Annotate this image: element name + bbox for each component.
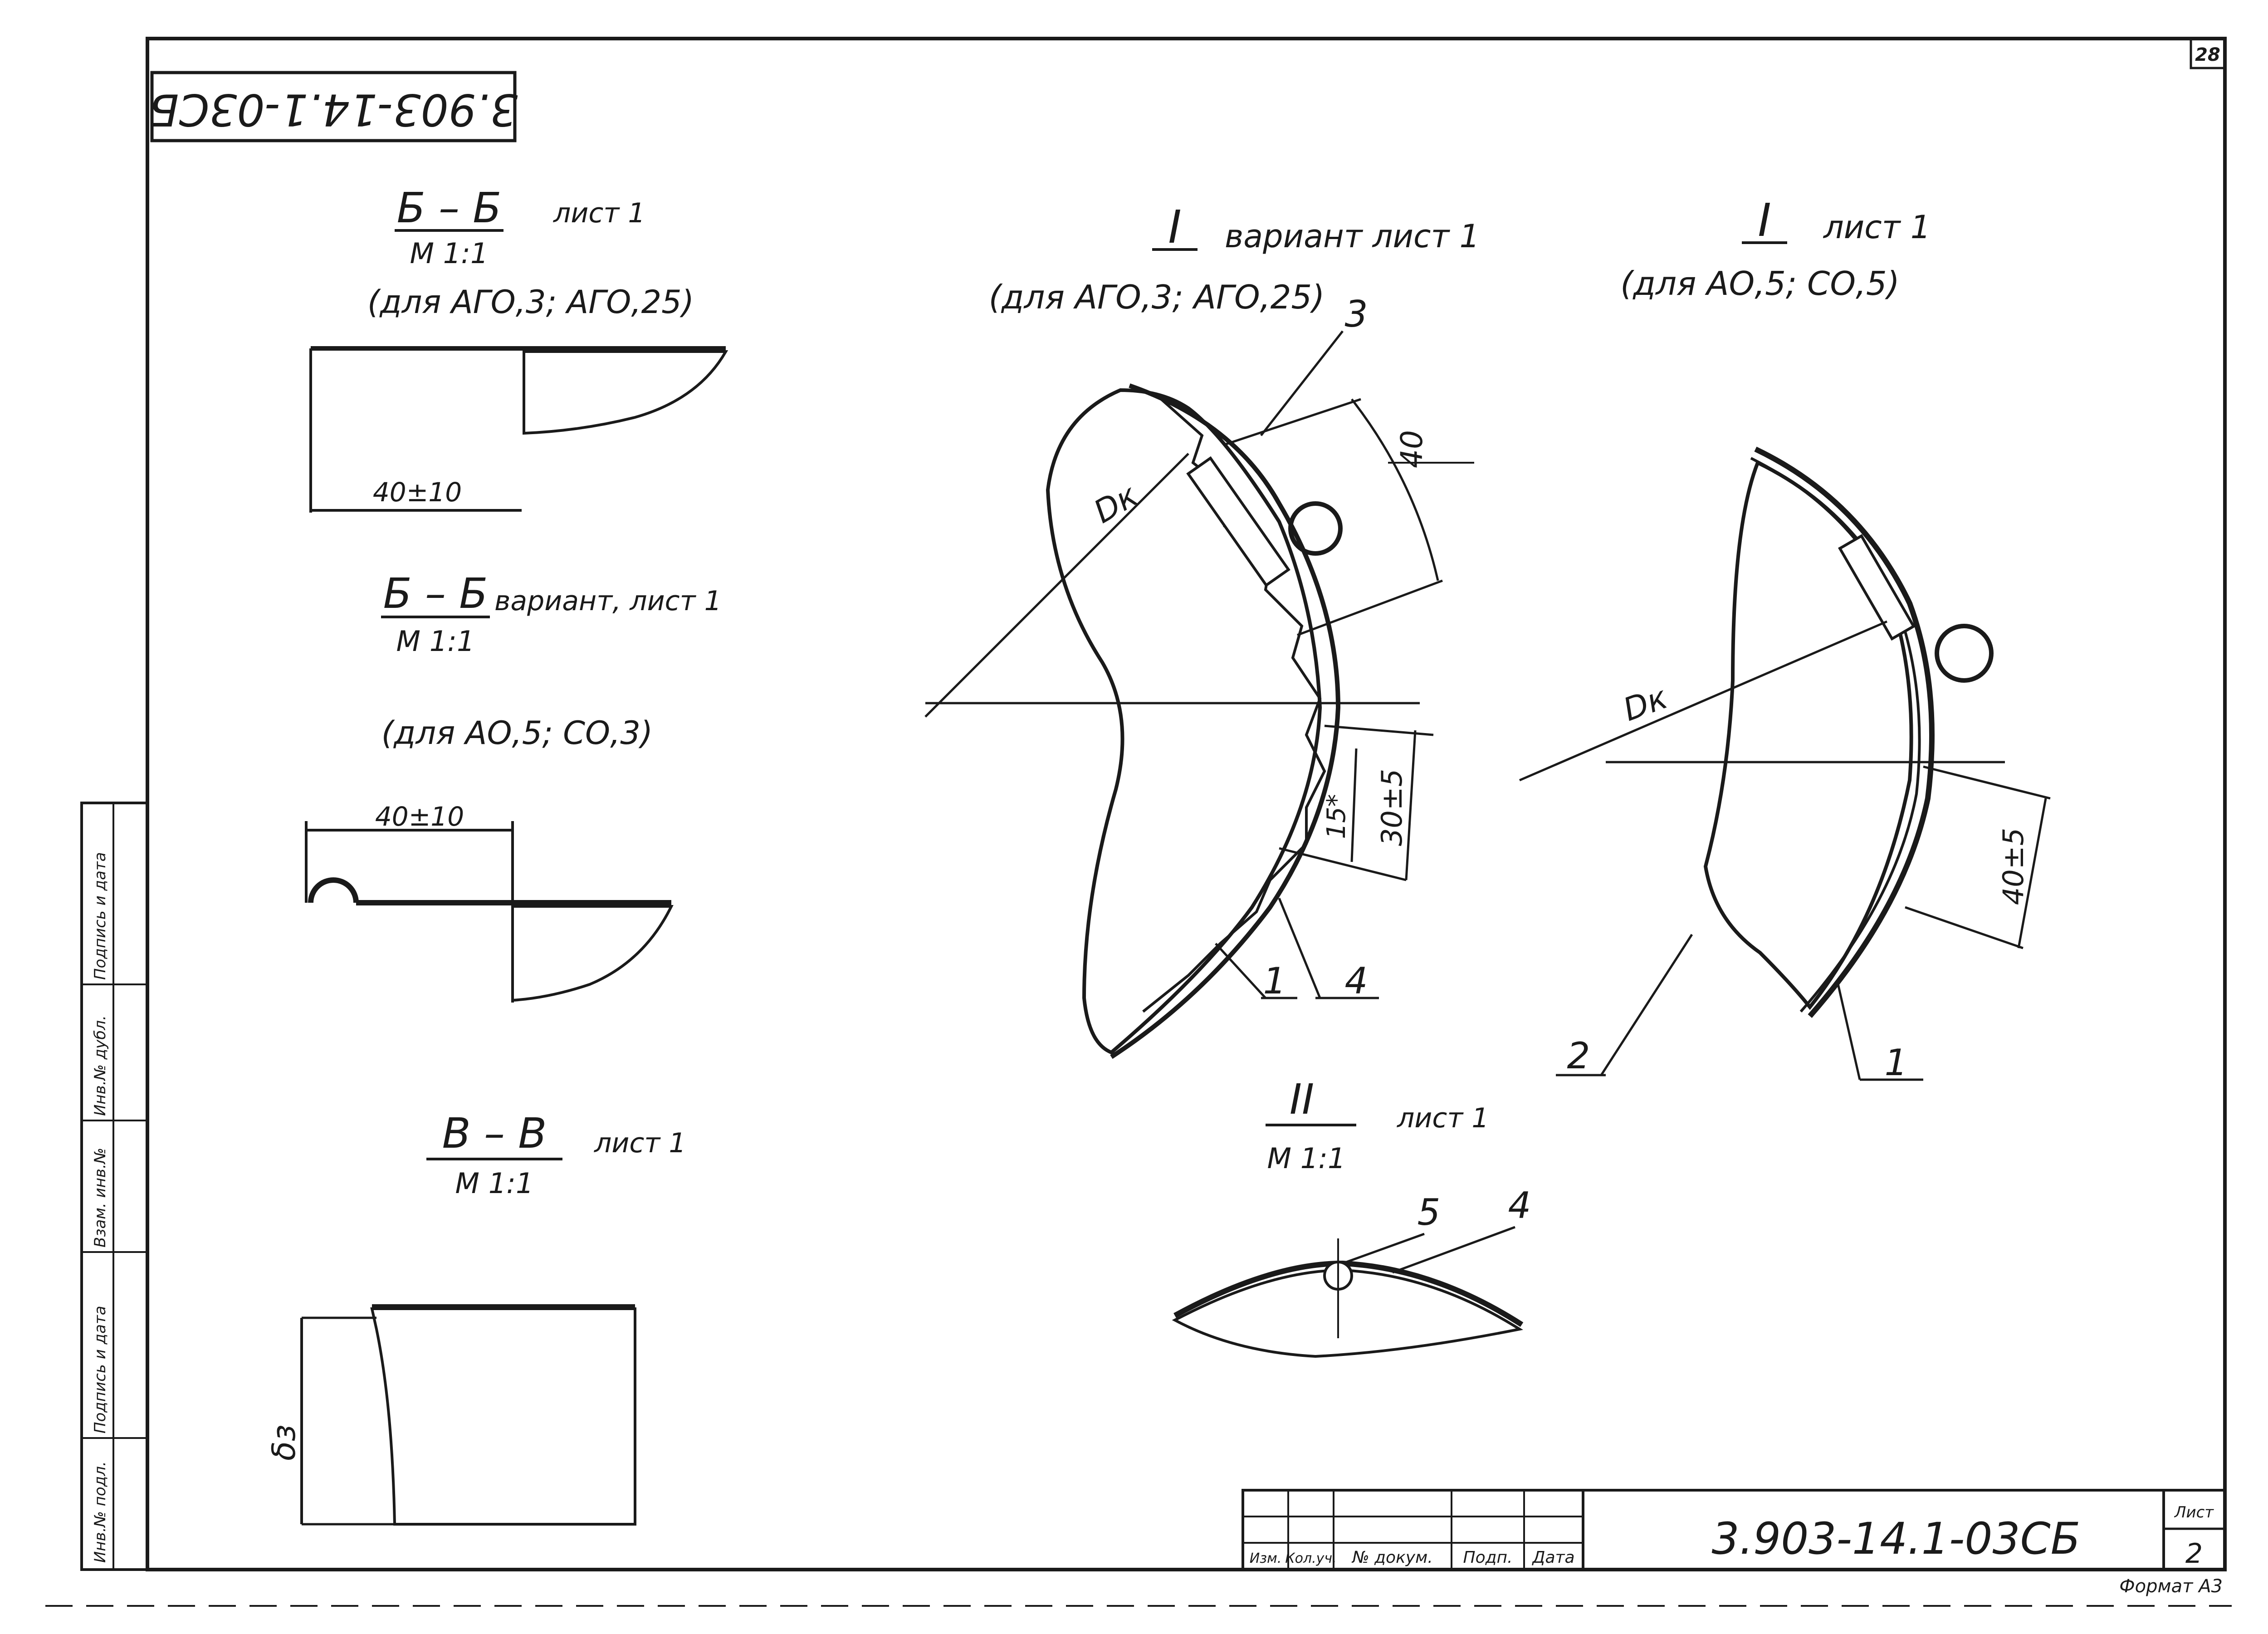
i-main-pos-1: 1	[1885, 1042, 1908, 1084]
i-var-title: I	[1168, 201, 1182, 254]
i-var-sheet-ref: вариант лист 1	[1225, 218, 1480, 255]
side-stamp-field-4: Инв.№ дубл.	[91, 1015, 109, 1116]
i-main-insulation	[1703, 460, 1913, 1010]
i-var-dim-40: 40	[1394, 430, 1429, 468]
vv-insulation	[370, 1307, 636, 1526]
side-stamp-field-5: Подпись и дата	[91, 852, 109, 980]
i-var-band	[1186, 456, 1290, 587]
tb-sheet-no: 2	[2185, 1538, 2203, 1570]
i-main-ring	[1935, 624, 1994, 683]
ii-insulation	[1172, 1268, 1523, 1358]
code-stamp-box	[150, 71, 517, 142]
view-bb-1: Б – Б М 1:1 лист 1 (для АГО,3; АГО,25) 4…	[309, 184, 728, 513]
bb1-note: (для АГО,3; АГО,25)	[367, 284, 694, 321]
bb2-sheet-ref: вариант, лист 1	[494, 585, 722, 617]
side-stamp-field-3: Взам. инв.№	[91, 1148, 109, 1248]
i-var-ring	[1288, 501, 1343, 556]
i-var-jacket	[1110, 383, 1341, 1059]
title-block: Изм. Кол.уч. № докум. Подп. Дата 3.903-1…	[1242, 1489, 2226, 1597]
i-main-note: (для АО,5; СО,5)	[1620, 264, 1900, 303]
tb-code: 3.903-14.1-03СБ	[1712, 1513, 2081, 1564]
page-number: 28	[2195, 44, 2220, 65]
view-vv: В – В М 1:1 лист 1 δз	[265, 1109, 686, 1526]
i-var-insulation	[1046, 388, 1322, 1055]
tb-col-izm: Изм.	[1250, 1551, 1282, 1566]
bb1-scale: М 1:1	[410, 237, 489, 270]
tb-sheet-label: Лист	[2174, 1503, 2214, 1521]
view-i-main: I лист 1 (для АО,5; СО,5) Dк 40±5 2 1	[1519, 194, 2051, 1084]
side-stamp: Инв.№ подл. Подпись и дата Взам. инв.№ И…	[80, 802, 149, 1571]
i-var-dim-30: 30±5	[1375, 769, 1408, 846]
view-ii: II М 1:1 лист 1 5 4	[1172, 1075, 1531, 1358]
i-main-dk: Dк	[1618, 679, 1672, 729]
side-stamp-field-1: Инв.№ подл.	[91, 1461, 109, 1563]
vv-title: В – В	[442, 1109, 547, 1158]
bb2-title: Б – Б	[383, 569, 488, 618]
i-main-title: I	[1758, 194, 1771, 247]
tb-col-podp: Подп.	[1463, 1548, 1513, 1567]
view-i-variant: I вариант лист 1 (для АГО,3; АГО,25) Dк …	[924, 201, 1480, 1059]
bb1-title: Б – Б	[397, 184, 502, 232]
i-main-jacket	[1754, 446, 1935, 1018]
vv-scale: М 1:1	[455, 1167, 534, 1200]
view-bb-2: Б – Б М 1:1 вариант, лист 1 (для АО,5; С…	[305, 569, 722, 1003]
bb2-dim: 40±10	[375, 801, 464, 832]
tb-col-data: Дата	[1531, 1548, 1574, 1567]
i-main-dim-40: 40±5	[1997, 828, 2030, 905]
i-var-note: (для АГО,3; АГО,25)	[989, 278, 1325, 316]
bb2-note: (для АО,5; СО,3)	[381, 714, 653, 752]
i-var-dim-15: 15*	[1322, 794, 1351, 839]
tb-col-kol: Кол.уч.	[1285, 1551, 1336, 1566]
bb1-dim: 40±10	[373, 477, 462, 508]
bb2-insulation	[511, 905, 674, 1002]
ii-title: II	[1290, 1075, 1314, 1124]
ii-sheet-ref: лист 1	[1397, 1102, 1489, 1134]
bb2-scale: М 1:1	[396, 625, 475, 658]
i-main-sheet-ref: лист 1	[1823, 209, 1931, 246]
ii-pos-4: 4	[1508, 1184, 1531, 1227]
i-var-pos-4: 4	[1345, 960, 1368, 1002]
vv-dim: δз	[265, 1424, 303, 1461]
tb-col-doc: № докум.	[1351, 1548, 1432, 1567]
code-stamp-text: 3.903-14.1-03СБ	[149, 84, 518, 135]
i-main-band	[1838, 534, 1916, 641]
vv-sheet-ref: лист 1	[594, 1127, 686, 1159]
bb1-insulation	[523, 350, 728, 435]
bb1-sheet-ref: лист 1	[553, 197, 645, 229]
side-stamp-field-2: Подпись и дата	[91, 1306, 109, 1433]
ii-scale: М 1:1	[1267, 1142, 1346, 1175]
i-main-pos-2: 2	[1567, 1035, 1590, 1077]
i-var-dk: Dк	[1088, 477, 1144, 531]
i-var-pos-3: 3	[1345, 293, 1368, 335]
format-label: Формат А3	[2119, 1576, 2223, 1597]
ii-pos-5: 5	[1418, 1191, 1441, 1233]
i-var-pos-1: 1	[1263, 960, 1286, 1002]
page-number-box	[2190, 37, 2226, 69]
